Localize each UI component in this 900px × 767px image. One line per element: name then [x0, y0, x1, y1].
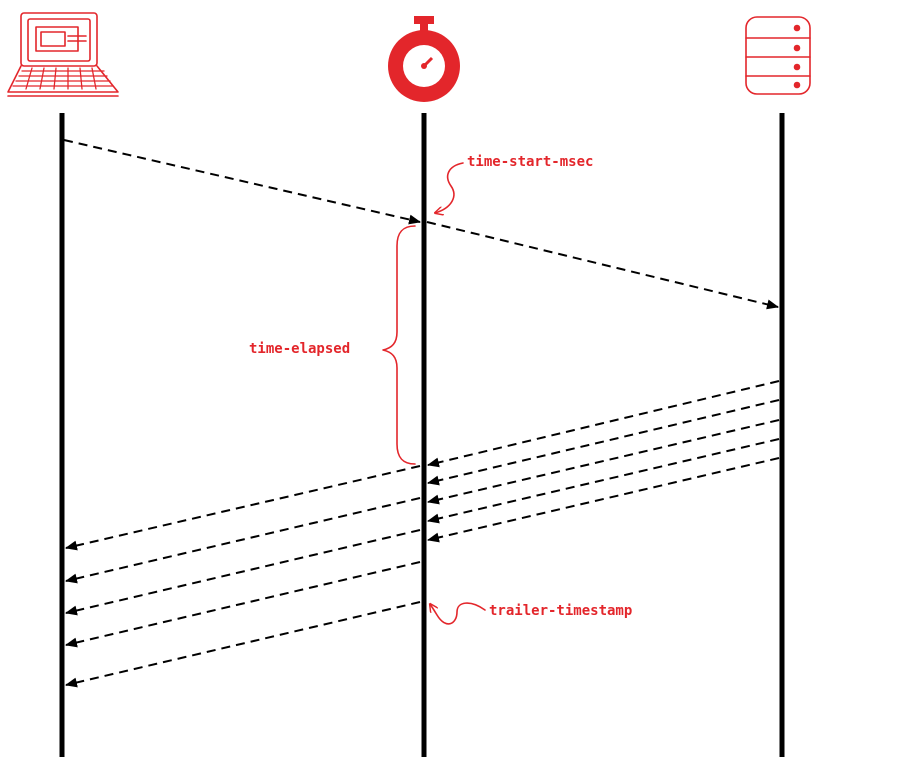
start-pointer-arrow	[435, 162, 464, 213]
response-server-to-proxy	[427, 457, 780, 543]
time-elapsed-label: time-elapsed	[249, 341, 350, 357]
request-client-to-proxy	[63, 139, 421, 225]
trailer-pointer-arrow	[430, 603, 486, 625]
response-server-to-proxy	[427, 399, 780, 486]
laptop-icon	[7, 12, 119, 97]
response-proxy-to-client	[65, 601, 421, 688]
response-server-to-proxy	[427, 438, 780, 524]
request-proxy-to-server	[426, 221, 779, 310]
response-proxy-to-client	[65, 529, 421, 616]
response-proxy-to-client	[65, 497, 421, 584]
response-proxy-to-client	[65, 561, 421, 648]
trailer-timestamp-label: trailer-timestamp	[489, 603, 632, 619]
response-server-to-proxy	[427, 419, 780, 505]
elapsed-brace	[382, 225, 416, 465]
stopwatch-icon	[388, 16, 460, 102]
database-icon	[745, 16, 811, 95]
time-start-msec-label: time-start-msec	[467, 154, 593, 170]
response-proxy-to-client	[65, 465, 421, 551]
response-server-to-proxy	[427, 380, 780, 468]
